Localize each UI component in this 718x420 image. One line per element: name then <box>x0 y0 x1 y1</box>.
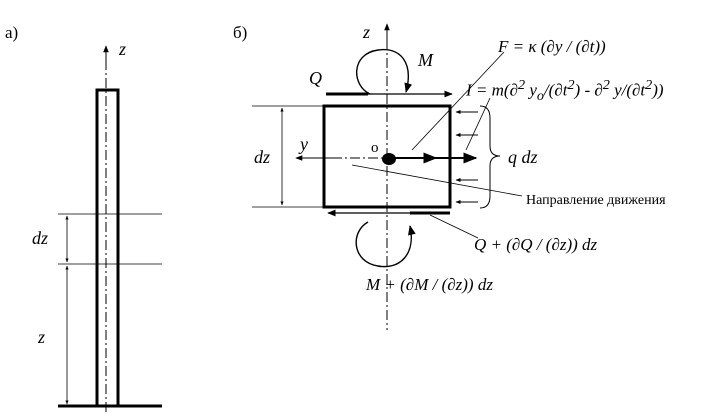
panel-a: а) z dz z <box>5 23 162 412</box>
moment-top-label: M <box>417 50 434 70</box>
moment-bottom-arc <box>355 221 416 268</box>
panel-a-dz-label: dz <box>32 228 48 248</box>
origin-label: о <box>371 140 379 156</box>
panel-b-dz-label: dz <box>254 147 270 167</box>
F-formula: F = κ (∂y / (∂t)) <box>497 37 606 56</box>
leader-Q2 <box>429 214 479 239</box>
shear-top-label: Q <box>309 68 322 88</box>
panel-a-z-label: z <box>37 327 45 347</box>
moment-top-arc <box>356 48 413 95</box>
M2-formula: M + (∂M / (∂z)) dz <box>365 275 493 294</box>
panel-a-label: а) <box>5 23 18 42</box>
panel-b-label: б) <box>233 23 247 42</box>
element-rect <box>322 104 452 209</box>
leader-direction <box>351 164 523 197</box>
direction-label: Направление движения <box>526 193 666 208</box>
column-rect <box>95 88 120 408</box>
I-formula: I = m(∂2 yo/(∂t2) - ∂2 y/(∂t2)) <box>466 77 664 104</box>
I-formula-wrap: I = m(∂2 yo/(∂t2) - ∂2 y/(∂t2)) <box>466 77 664 104</box>
distributed-load-label: q dz <box>508 147 538 167</box>
center-of-mass <box>382 153 396 165</box>
panel-b-z-axis-label: z <box>362 22 370 42</box>
leader-F <box>411 51 505 151</box>
panel-b-y-axis-label: y <box>298 134 308 154</box>
Q2-formula: Q + (∂Q / (∂z)) dz <box>474 235 598 254</box>
panel-a-axis-label: z <box>118 39 126 59</box>
panel-b: б) z y dz о Q M <box>233 22 666 330</box>
leader-I <box>465 97 491 151</box>
load-brace <box>479 105 501 209</box>
